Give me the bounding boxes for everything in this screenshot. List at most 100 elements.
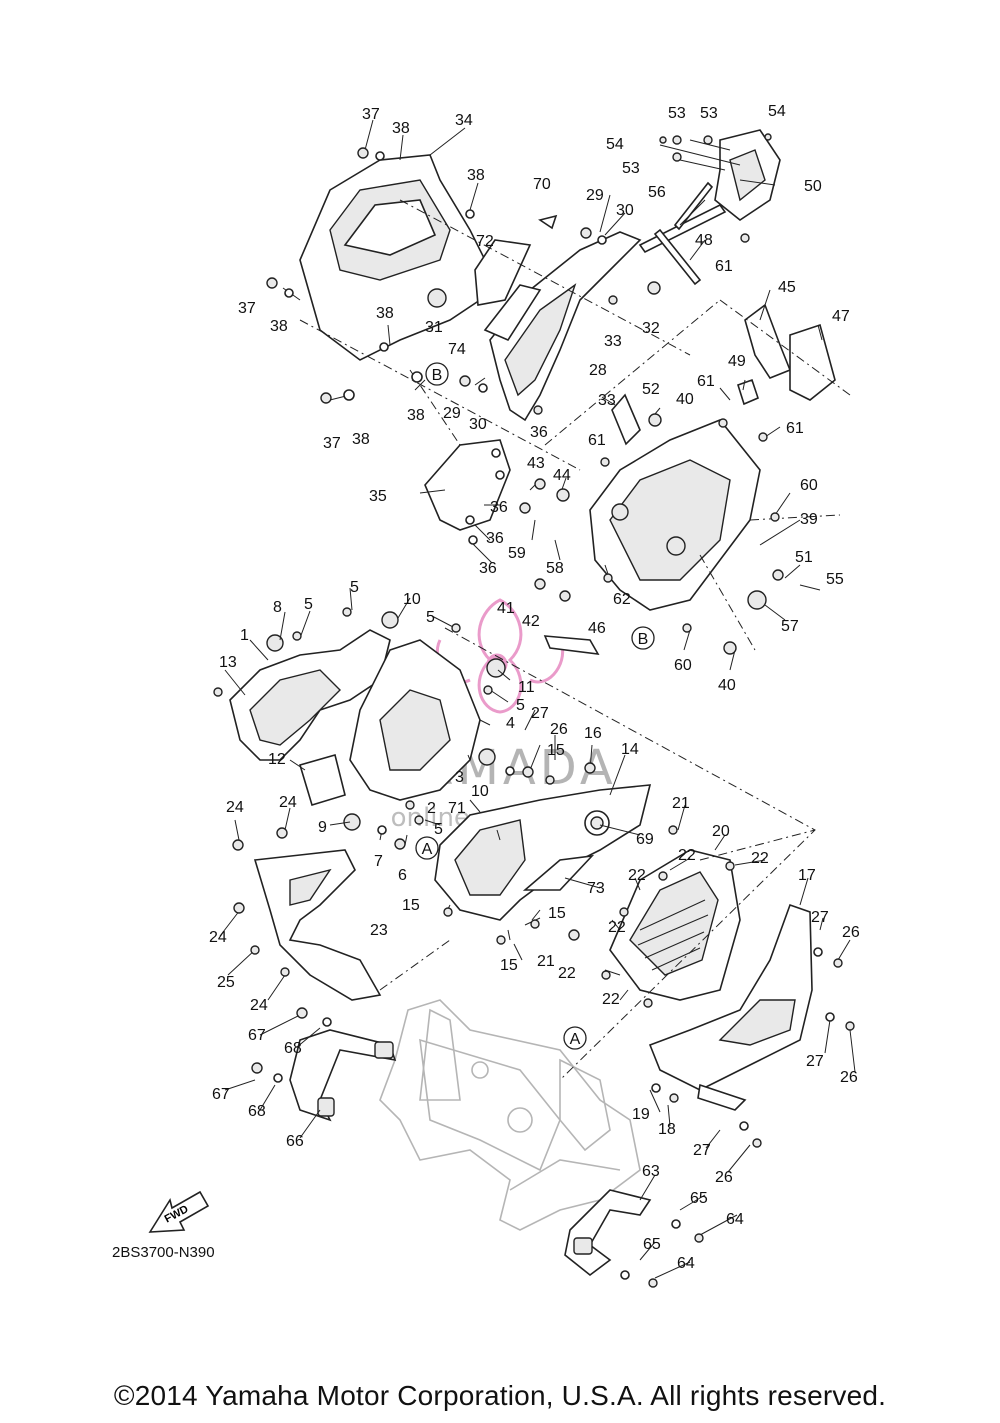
callout-26: 26 bbox=[840, 1069, 858, 1086]
callout-24: 24 bbox=[209, 929, 227, 946]
callout-71: 71 bbox=[448, 800, 466, 817]
callout-26: 26 bbox=[550, 721, 568, 738]
callout-25: 25 bbox=[217, 974, 235, 991]
callout-31: 31 bbox=[425, 319, 443, 336]
bracket-66 bbox=[289, 1029, 397, 1122]
callout-47: 47 bbox=[832, 308, 850, 325]
callout-55: 55 bbox=[826, 571, 844, 588]
callout-21: 21 bbox=[672, 795, 690, 812]
decal-74 bbox=[483, 284, 542, 342]
callout-17: 17 bbox=[798, 867, 816, 884]
callout-44: 44 bbox=[553, 467, 571, 484]
callout-10: 10 bbox=[471, 783, 489, 800]
callout-23: 23 bbox=[370, 922, 388, 939]
callout-38: 38 bbox=[376, 305, 394, 322]
callout-39: 39 bbox=[800, 511, 818, 528]
callout-10: 10 bbox=[403, 591, 421, 608]
callout-25: 24 bbox=[250, 997, 268, 1014]
callout-50: 50 bbox=[804, 178, 822, 195]
copyright-notice: ©2014 Yamaha Motor Corporation, U.S.A. A… bbox=[113, 1380, 887, 1411]
callout-53: 53 bbox=[668, 105, 686, 122]
ref-marker-b-lower: B bbox=[631, 626, 655, 650]
callout-24: 24 bbox=[279, 794, 297, 811]
callout-16: 16 bbox=[584, 725, 602, 742]
callout-9: 9 bbox=[318, 819, 327, 836]
callout-41: 41 bbox=[497, 600, 515, 617]
panel-4 bbox=[349, 639, 481, 801]
callout-54: 54 bbox=[768, 103, 786, 120]
callout-63: 63 bbox=[642, 1163, 660, 1180]
callout-27: 27 bbox=[811, 909, 829, 926]
bracket-63 bbox=[564, 1189, 652, 1277]
callout-36: 36 bbox=[479, 560, 497, 577]
decal-70 bbox=[538, 214, 558, 230]
ref-marker-a-lower: A bbox=[563, 1026, 587, 1050]
callout-53: 53 bbox=[700, 105, 718, 122]
cover-47 bbox=[789, 323, 836, 401]
callout-22: 22 bbox=[608, 919, 626, 936]
panel-1 bbox=[229, 629, 391, 761]
panel-35 bbox=[424, 439, 511, 531]
front-cowl-17 bbox=[648, 903, 813, 1111]
callout-61: 61 bbox=[786, 420, 804, 437]
grille-20 bbox=[609, 849, 741, 1001]
callout-18: 18 bbox=[658, 1121, 676, 1138]
grommets bbox=[266, 611, 506, 831]
callout-66: 66 bbox=[286, 1133, 304, 1150]
callout-27: 27 bbox=[806, 1053, 824, 1070]
callout-34: 34 bbox=[455, 112, 473, 129]
callout-52: 52 bbox=[642, 381, 660, 398]
callout-36: 36 bbox=[490, 499, 508, 516]
callout-40: 40 bbox=[676, 391, 694, 408]
callout-68: 68 bbox=[248, 1103, 266, 1120]
callout-43: 43 bbox=[527, 455, 545, 472]
callout-45: 45 bbox=[778, 279, 796, 296]
callout-27: 27 bbox=[693, 1142, 711, 1159]
callout-38: 38 bbox=[467, 167, 485, 184]
inner-panel-39 bbox=[589, 419, 761, 611]
svg-text:B: B bbox=[432, 367, 443, 384]
ref-marker-b-upper: B bbox=[425, 362, 449, 386]
callout-24: 24 bbox=[226, 799, 244, 816]
callout-57: 57 bbox=[781, 618, 799, 635]
callout-33: 33 bbox=[604, 333, 622, 350]
clip-57 bbox=[747, 590, 767, 610]
callout-40: 40 bbox=[718, 677, 736, 694]
callout-73: 73 bbox=[587, 880, 605, 897]
callout-2: 2 bbox=[427, 800, 436, 817]
callout-4: 4 bbox=[506, 715, 515, 732]
callout-7: 7 bbox=[374, 853, 383, 870]
callout-29: 29 bbox=[586, 187, 604, 204]
callout-36: 36 bbox=[486, 530, 504, 547]
callout-13: 13 bbox=[219, 654, 237, 671]
callout-38: 38 bbox=[407, 407, 425, 424]
callout-15: 15 bbox=[547, 742, 565, 759]
callout-68: 68 bbox=[284, 1040, 302, 1057]
cover-45 bbox=[744, 303, 792, 379]
callout-46: 46 bbox=[588, 620, 606, 637]
callout-21: 21 bbox=[537, 953, 555, 970]
callout-38: 38 bbox=[392, 120, 410, 137]
callout-14: 14 bbox=[621, 741, 639, 758]
callout-64: 64 bbox=[677, 1255, 695, 1272]
frame-outline bbox=[379, 999, 641, 1231]
callout-36: 36 bbox=[530, 424, 548, 441]
panel-46 bbox=[543, 635, 600, 655]
callout-1: 1 bbox=[240, 627, 249, 644]
stay-assembly bbox=[638, 129, 781, 286]
diagram-code: 2BS3700-N390 bbox=[112, 1244, 215, 1261]
decal-72 bbox=[474, 239, 532, 306]
callout-30: 30 bbox=[469, 416, 487, 433]
callout-15: 15 bbox=[402, 897, 420, 914]
callout-69: 69 bbox=[636, 831, 654, 848]
clip-49 bbox=[737, 378, 759, 406]
callout-64: 64 bbox=[726, 1211, 744, 1228]
callout-62: 62 bbox=[613, 591, 631, 608]
callout-38: 38 bbox=[352, 431, 370, 448]
callout-20: 20 bbox=[712, 823, 730, 840]
svg-text:B: B bbox=[638, 631, 649, 648]
callout-29: 29 bbox=[443, 405, 461, 422]
callout-67: 67 bbox=[248, 1027, 266, 1044]
panel-23 bbox=[253, 849, 382, 1001]
callout-51: 51 bbox=[795, 549, 813, 566]
